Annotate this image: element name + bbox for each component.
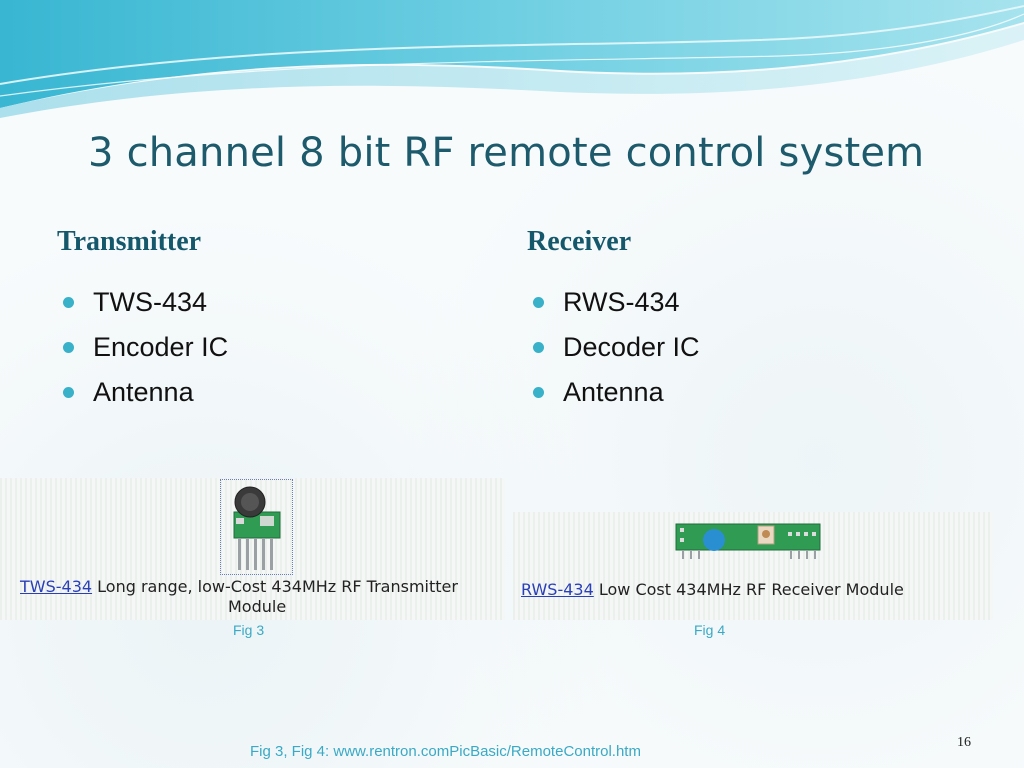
- list-item: Antenna: [63, 370, 228, 415]
- bullet-icon: [533, 342, 544, 353]
- list-item: RWS-434: [533, 280, 700, 325]
- list-item: Decoder IC: [533, 325, 700, 370]
- header-wave-decoration: [0, 0, 1024, 118]
- rws-434-link[interactable]: RWS-434: [521, 580, 594, 599]
- list-item: Antenna: [533, 370, 700, 415]
- transmitter-heading: Transmitter: [57, 226, 202, 257]
- receiver-caption: RWS-434 Low Cost 434MHz RF Receiver Modu…: [521, 580, 904, 599]
- fig-4-label: Fig 4: [694, 622, 726, 638]
- bullet-icon: [63, 387, 74, 398]
- slide-title: 3 channel 8 bit RF remote control system: [88, 130, 925, 176]
- list-item: Encoder IC: [63, 325, 228, 370]
- bullet-icon: [63, 297, 74, 308]
- transmitter-caption-line2: Module: [228, 597, 287, 616]
- receiver-heading: Receiver: [527, 226, 632, 257]
- transmitter-list: TWS-434 Encoder IC Antenna: [63, 280, 228, 415]
- receiver-list: RWS-434 Decoder IC Antenna: [533, 280, 700, 415]
- transmitter-image-frame: [220, 479, 293, 575]
- bullet-icon: [533, 297, 544, 308]
- fig-3-label: Fig 3: [233, 622, 265, 638]
- transmitter-caption: TWS-434 Long range, low-Cost 434MHz RF T…: [20, 577, 458, 596]
- list-item: TWS-434: [63, 280, 228, 325]
- source-citation: Fig 3, Fig 4: www.rentron.comPicBasic/Re…: [250, 743, 641, 760]
- receiver-module-image: [675, 523, 821, 559]
- bullet-icon: [533, 387, 544, 398]
- transmitter-module-image: [233, 486, 281, 570]
- slide-number: 16: [957, 735, 971, 750]
- bullet-icon: [63, 342, 74, 353]
- tws-434-link[interactable]: TWS-434: [20, 577, 93, 596]
